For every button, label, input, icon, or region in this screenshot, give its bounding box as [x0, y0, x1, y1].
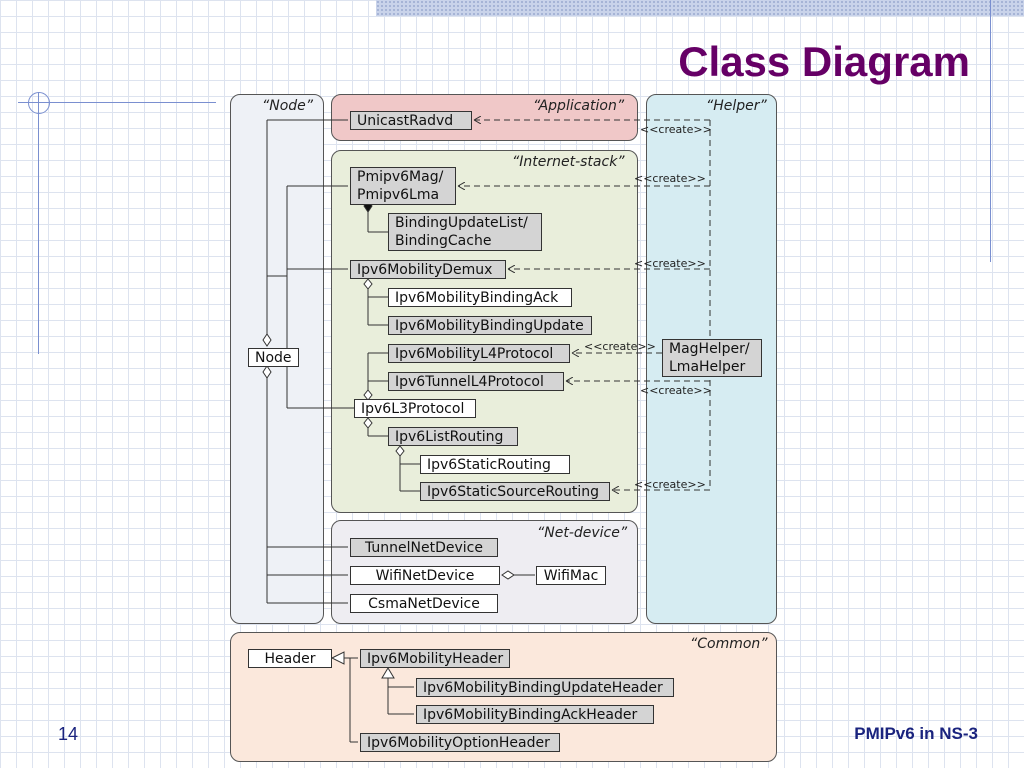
class-node: Node: [248, 348, 299, 367]
create-label-static-source: <<create>>: [634, 478, 706, 491]
create-label-tunnel: <<create>>: [640, 384, 712, 397]
class-ipv6-mobility-binding-ack-header: Ipv6MobilityBindingAckHeader: [416, 705, 654, 724]
class-ipv6-mobility-binding-update-header: Ipv6MobilityBindingUpdateHeader: [416, 678, 674, 697]
create-label-radvd: <<create>>: [640, 123, 712, 136]
class-ipv6-mobility-header: Ipv6MobilityHeader: [360, 649, 510, 668]
class-binding-cache-line2: BindingCache: [395, 233, 492, 249]
class-binding-update-list-line1: BindingUpdateList/: [395, 215, 528, 231]
class-lma-helper-line2: LmaHelper: [669, 359, 746, 375]
class-binding-list-cache: BindingUpdateList/ BindingCache: [388, 213, 542, 251]
class-ipv6-static-routing: Ipv6StaticRouting: [420, 455, 570, 474]
class-mag-lma-helper: MagHelper/ LmaHelper: [662, 339, 762, 377]
class-tunnel-net-device: TunnelNetDevice: [350, 538, 498, 557]
class-ipv6-mobility-option-header: Ipv6MobilityOptionHeader: [360, 733, 560, 752]
class-header: Header: [248, 649, 332, 668]
application-panel-label: “Application”: [533, 98, 625, 114]
class-ipv6-mobility-binding-update: Ipv6MobilityBindingUpdate: [388, 316, 592, 335]
common-panel-label: “Common”: [690, 636, 768, 652]
slide-footer: PMIPv6 in NS-3: [854, 724, 978, 743]
class-ipv6-mobility-binding-ack: Ipv6MobilityBindingAck: [388, 288, 572, 307]
create-label-l4: <<create>>: [584, 340, 656, 353]
right-vertical-rule: [990, 0, 991, 262]
create-label-mag: <<create>>: [634, 172, 706, 185]
class-csma-net-device: CsmaNetDevice: [350, 594, 498, 613]
slide-number: 14: [58, 724, 79, 744]
class-unicast-radvd: UnicastRadvd: [350, 111, 472, 130]
slide-title: Class Diagram: [678, 38, 970, 85]
class-ipv6-list-routing: Ipv6ListRouting: [388, 427, 518, 446]
class-ipv6-mobility-l4-protocol: Ipv6MobilityL4Protocol: [388, 344, 570, 363]
class-pmipv6-lma-line2: Pmipv6Lma: [357, 187, 440, 203]
node-panel-label: “Node”: [262, 98, 314, 114]
create-label-demux: <<create>>: [634, 257, 706, 270]
class-ipv6-static-source-routing: Ipv6StaticSourceRouting: [420, 482, 610, 501]
crosshair-ornament: [28, 92, 50, 114]
class-ipv6-mobility-demux: Ipv6MobilityDemux: [350, 260, 506, 279]
class-wifi-net-device: WifiNetDevice: [350, 566, 500, 585]
left-horizontal-rule: [18, 102, 216, 103]
top-pattern-band: [376, 0, 1024, 16]
class-ipv6-tunnel-l4-protocol: Ipv6TunnelL4Protocol: [388, 372, 564, 391]
left-vertical-rule: [38, 92, 39, 354]
class-pmipv6-mag-line1: Pmipv6Mag/: [357, 169, 444, 185]
class-wifi-mac: WifiMac: [536, 566, 606, 585]
class-pmipv6-mag-lma: Pmipv6Mag/ Pmipv6Lma: [350, 167, 456, 205]
net-device-panel-label: “Net-device”: [537, 525, 628, 541]
class-ipv6-l3-protocol: Ipv6L3Protocol: [354, 399, 476, 418]
internet-stack-panel-label: “Internet-stack”: [512, 154, 625, 170]
helper-panel-label: “Helper”: [706, 98, 767, 114]
class-mag-helper-line1: MagHelper/: [669, 341, 750, 357]
